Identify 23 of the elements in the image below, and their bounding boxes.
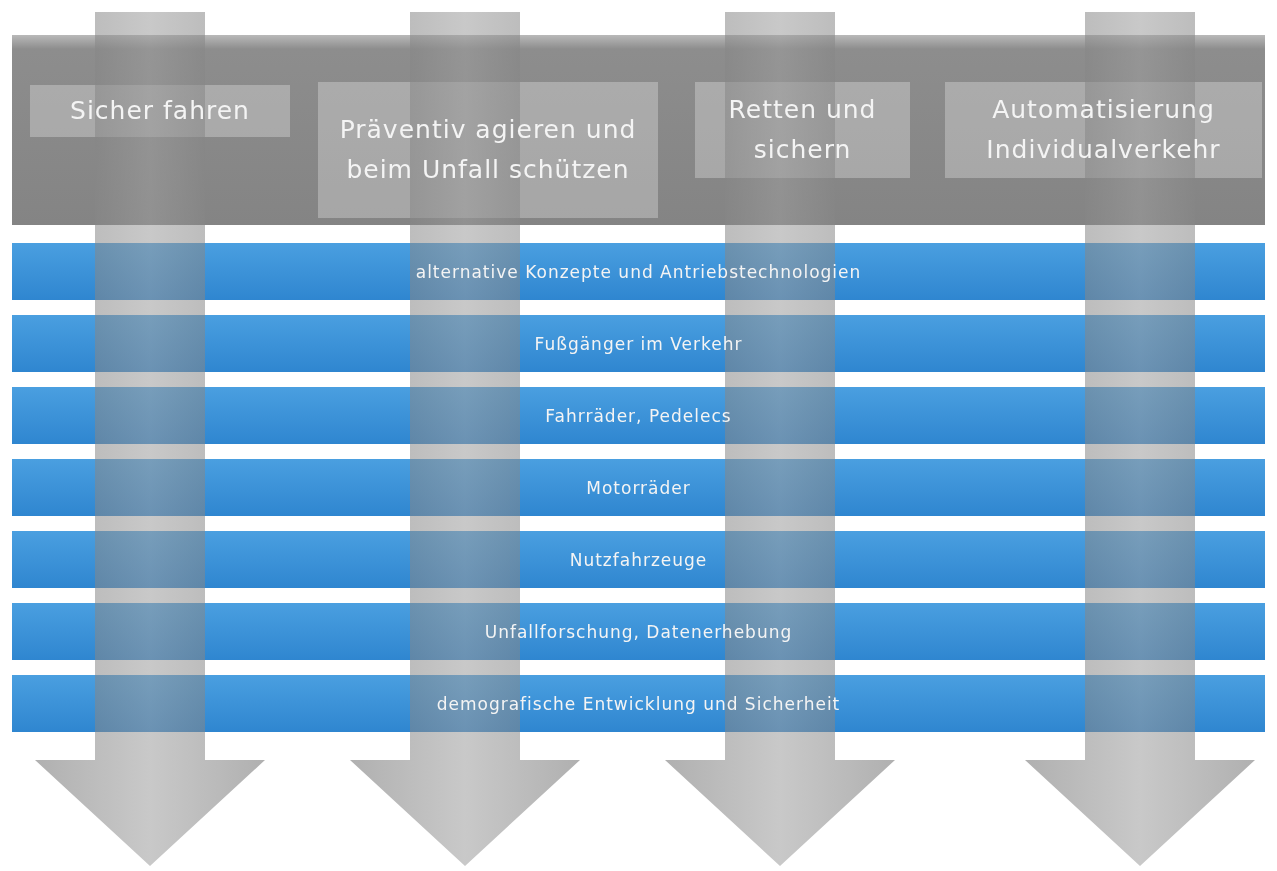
topic-bar	[12, 243, 1265, 300]
topic-text: Fußgänger im Verkehr	[534, 333, 743, 354]
topic-text: Fahrräder, Pedelecs	[545, 405, 732, 426]
topic-bar	[12, 387, 1265, 444]
topic-bar	[12, 459, 1265, 516]
topic-text: Nutzfahrzeuge	[569, 549, 708, 570]
column-heading-text: Retten und sichern	[727, 94, 878, 166]
column-heading-box	[695, 82, 910, 178]
topic-bar	[12, 675, 1265, 732]
topic-bar	[12, 315, 1265, 372]
topic-bar	[12, 531, 1265, 588]
topic-text: Unfallforschung, Datenerhebung	[484, 621, 793, 642]
column-heading-box	[30, 85, 290, 137]
topic-text: alternative Konzepte und Antriebstechnologien	[415, 261, 862, 282]
topic-text: demografische Entwicklung und Sicherheit	[436, 693, 841, 714]
column-heading-box	[318, 82, 658, 218]
topic-text: Motorräder	[586, 477, 691, 498]
header-band	[12, 35, 1265, 225]
column-heading-text: Präventiv agieren und beim Unfall schützen	[338, 114, 638, 186]
column-heading-box	[945, 82, 1262, 178]
topic-bar	[12, 603, 1265, 660]
column-heading-text: Sicher fahren	[70, 95, 250, 127]
column-heading-text: Automatisierung Individualverkehr	[985, 94, 1222, 166]
